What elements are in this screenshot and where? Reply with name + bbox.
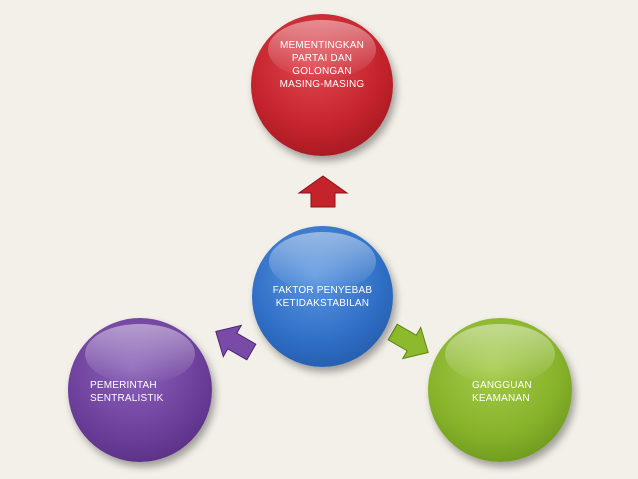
arrow-right-icon: [387, 323, 429, 360]
node-left-label: PEMERINTAH SENTRALISTIK: [90, 380, 164, 404]
arrow-up-icon: [297, 175, 349, 208]
node-left-circle: PEMERINTAH SENTRALISTIK: [68, 318, 212, 462]
node-top-label: MEMENTINGKAN PARTAI DAN GOLONGAN MASING-…: [279, 40, 365, 90]
arrow-left-icon: [215, 324, 257, 361]
node-right-label: GANGGUAN KEAMANAN: [472, 380, 532, 404]
node-top-circle: MEMENTINGKAN PARTAI DAN GOLONGAN MASING-…: [251, 14, 393, 156]
node-right-circle: GANGGUAN KEAMANAN: [428, 318, 572, 462]
center-label: FAKTOR PENYEBAB KETIDAKSTABILAN: [272, 284, 373, 309]
center-circle: FAKTOR PENYEBAB KETIDAKSTABILAN: [252, 226, 393, 367]
